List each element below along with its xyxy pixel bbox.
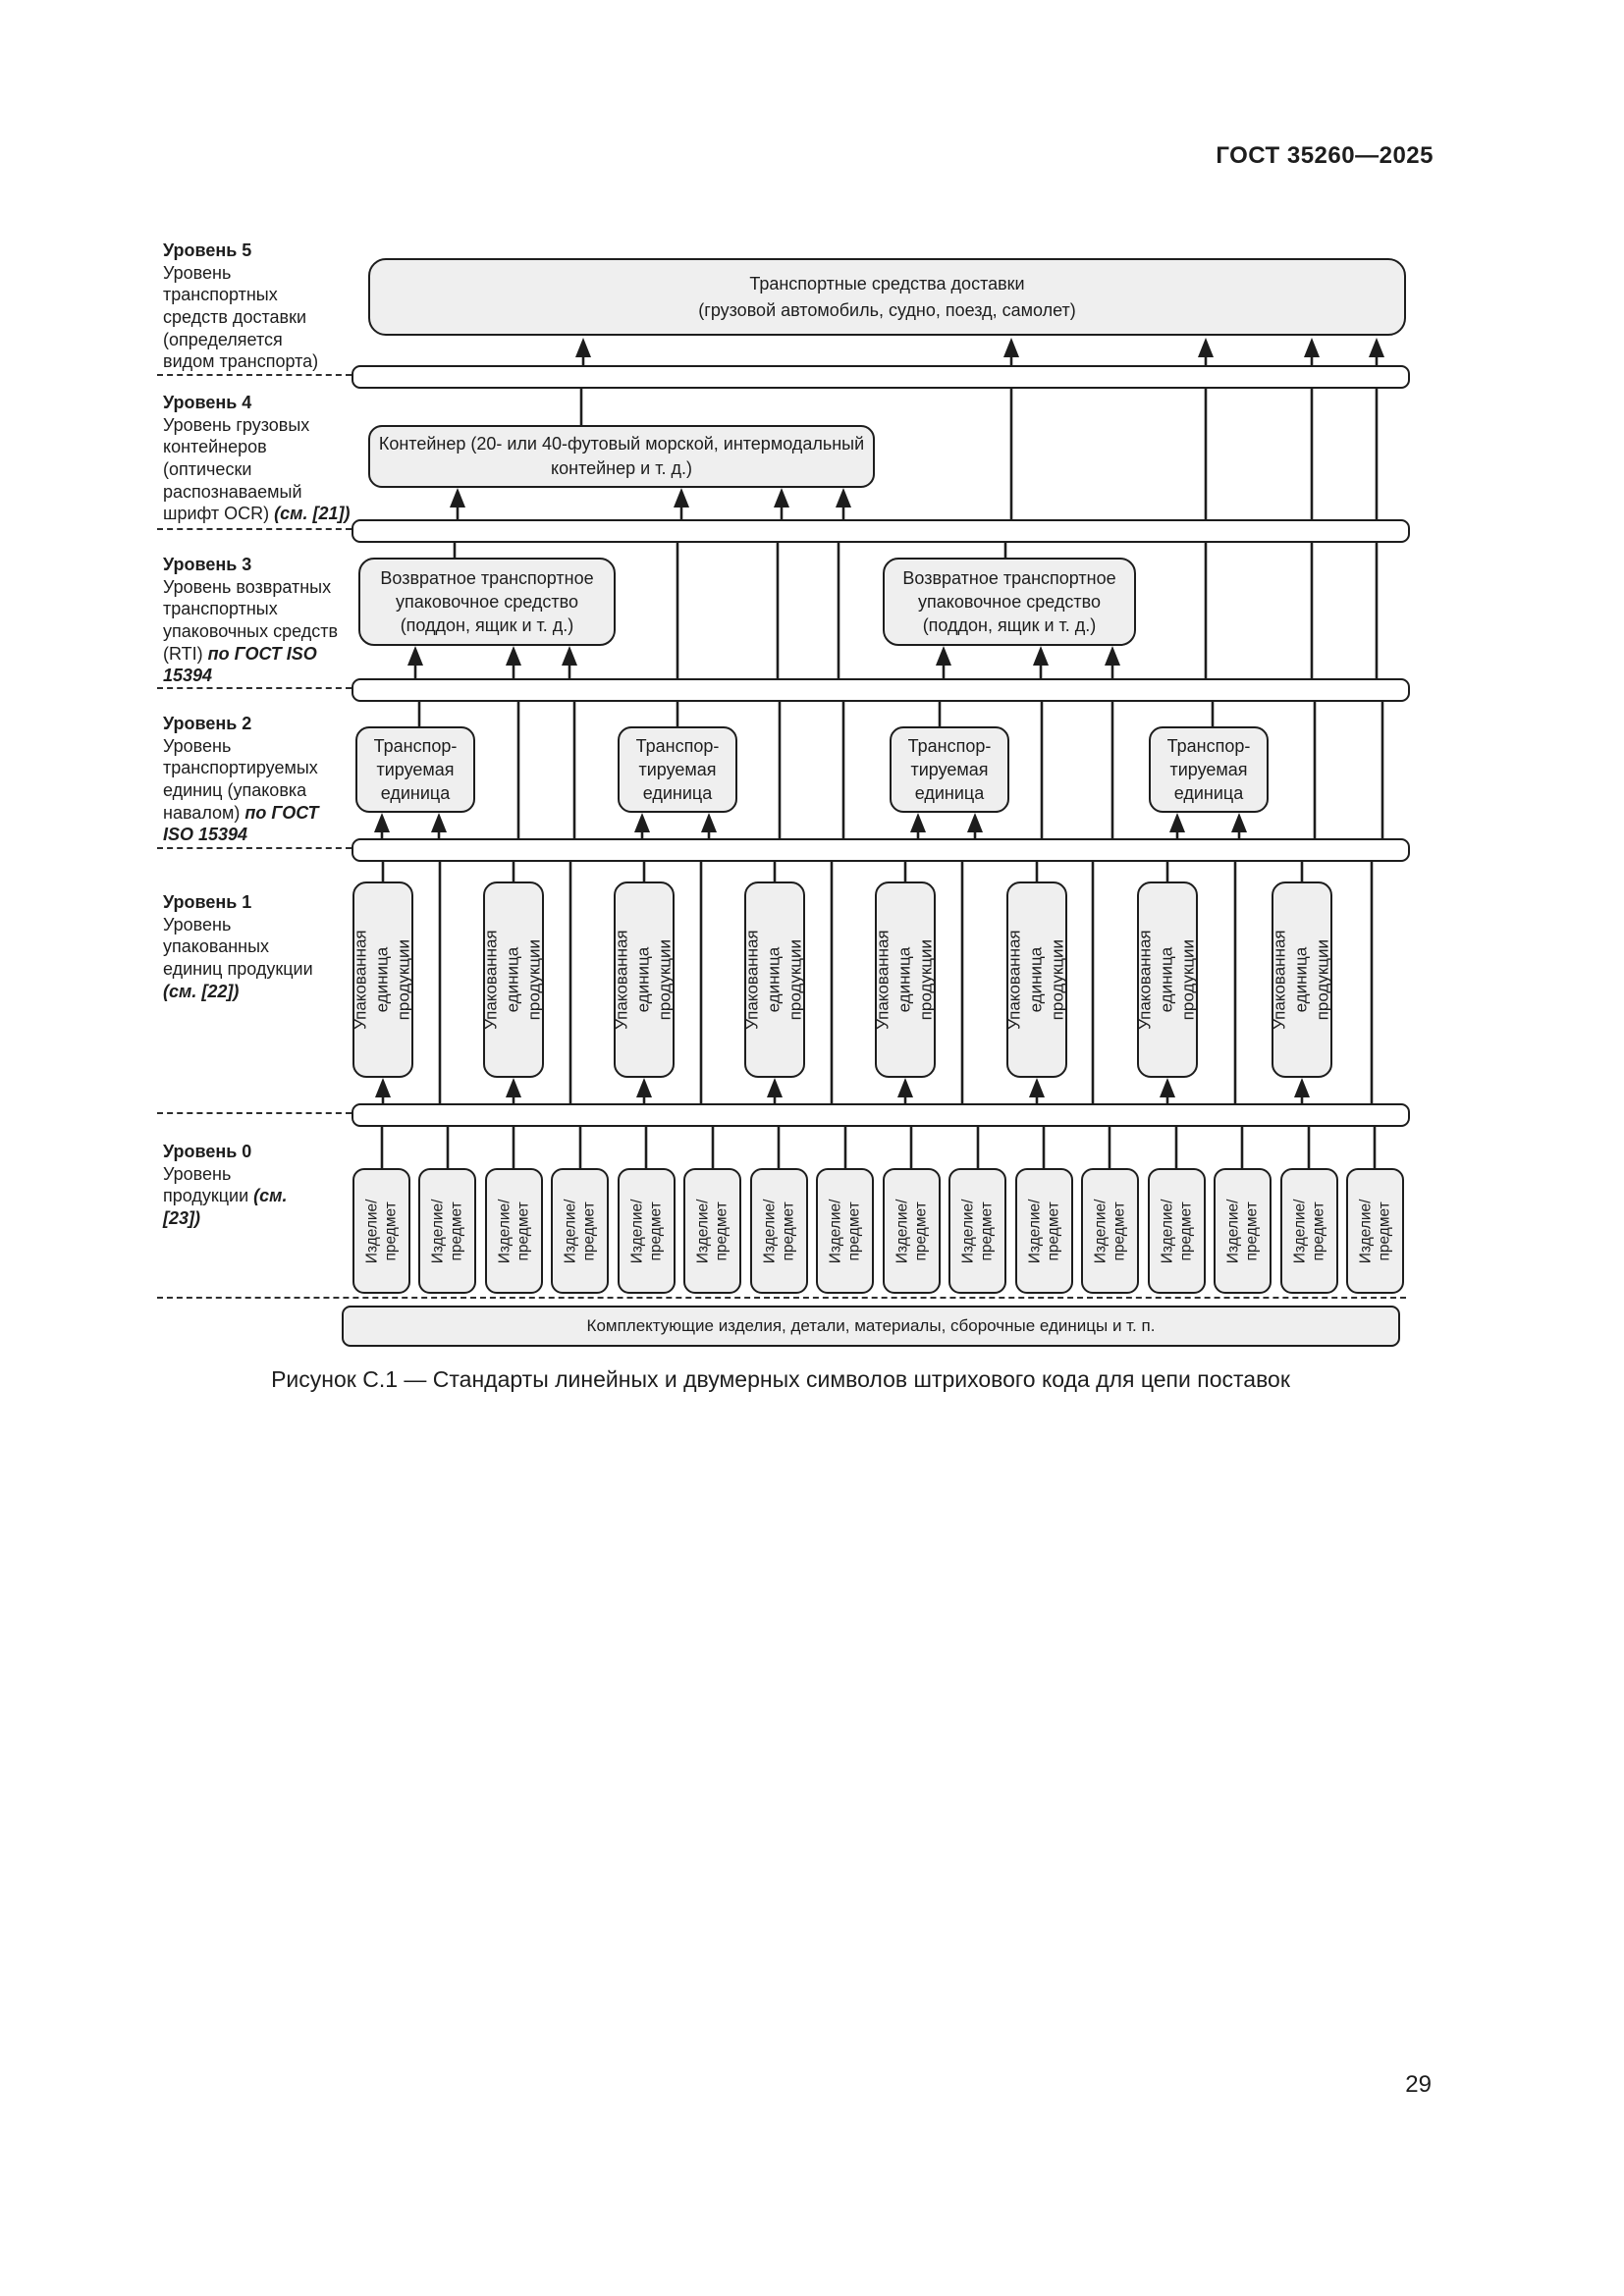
level1-packed-unit-box: Упакованная единица продукции — [613, 881, 675, 1078]
level1-packed-unit-box: Упакованная единица продукции — [482, 881, 544, 1078]
level1-packed-unit-box: Упакованная единица продукции — [1271, 881, 1332, 1078]
level1-packed-unit-box: Упакованная единица продукции — [1136, 881, 1198, 1078]
level0-item-box: Изделие/ предмет — [750, 1168, 808, 1294]
level2-transport-unit-box: Транспор- тируемая единица — [618, 726, 737, 813]
level4-title: Уровень 4 — [163, 393, 252, 412]
level2-transport-unit-box: Транспор- тируемая единица — [1149, 726, 1269, 813]
level0-item-box: Изделие/ предмет — [1081, 1168, 1139, 1294]
level0-item-box: Изделие/ предмет — [1148, 1168, 1206, 1294]
page-number: 29 — [1405, 2071, 1432, 2098]
level0-item-box: Изделие/ предмет — [1280, 1168, 1338, 1294]
level0-item-box: Изделие/ предмет — [948, 1168, 1006, 1294]
figure-caption: Рисунок С.1 — Стандарты линейных и двуме… — [271, 1366, 1290, 1392]
junction-bar — [352, 365, 1410, 389]
components-box: Комплектующие изделия, детали, материалы… — [342, 1306, 1400, 1347]
level0-title: Уровень 0 — [163, 1142, 252, 1161]
level3-rti-box: Возвратное транспортное упаковочное сред… — [358, 558, 616, 646]
level3-label: Уровень 3 Уровень возвратных транспортны… — [163, 554, 374, 687]
level5-vehicles-box: Транспортные средства доставки (грузовой… — [368, 258, 1406, 336]
level5-title: Уровень 5 — [163, 240, 252, 260]
level-separator-line — [157, 528, 352, 530]
level2-title: Уровень 2 — [163, 714, 252, 733]
level1-label: Уровень 1 Уровень упакованных единиц про… — [163, 891, 374, 1002]
level4-label: Уровень 4 Уровень грузовых контейнеров (… — [163, 392, 374, 525]
level0-item-box: Изделие/ предмет — [352, 1168, 410, 1294]
level0-item-box: Изделие/ предмет — [1214, 1168, 1272, 1294]
level1-packed-unit-box: Упакованная единица продукции — [1005, 881, 1067, 1078]
level0-label: Уровень 0 Уровень продукции (см. [23]) — [163, 1141, 374, 1230]
level0-item-box: Изделие/ предмет — [883, 1168, 941, 1294]
standard-number-header: ГОСТ 35260—2025 — [1216, 142, 1434, 169]
level3-title: Уровень 3 — [163, 555, 252, 574]
level4-container-box: Контейнер (20- или 40-футовый морской, и… — [368, 425, 875, 488]
junction-bar — [352, 838, 1410, 862]
level1-packed-unit-box: Упакованная единица продукции — [874, 881, 936, 1078]
junction-bar — [352, 519, 1410, 543]
level0-item-box: Изделие/ предмет — [551, 1168, 609, 1294]
level1-packed-unit-box: Упакованная единица продукции — [743, 881, 805, 1078]
level2-label: Уровень 2 Уровень транспортируемых едини… — [163, 713, 374, 846]
level-separator-line — [157, 687, 352, 689]
junction-bar — [352, 678, 1410, 702]
level5-label: Уровень 5 Уровень транспортных средств д… — [163, 240, 374, 373]
level-separator-line — [157, 1297, 1406, 1299]
level-separator-line — [157, 374, 352, 376]
level0-item-box: Изделие/ предмет — [485, 1168, 543, 1294]
junction-bar — [352, 1103, 1410, 1127]
level1-packed-unit-box: Упакованная единица продукции — [352, 881, 413, 1078]
level-separator-line — [157, 847, 352, 849]
level2-transport-unit-box: Транспор- тируемая единица — [355, 726, 475, 813]
level2-transport-unit-box: Транспор- тируемая единица — [890, 726, 1009, 813]
level0-item-box: Изделие/ предмет — [1015, 1168, 1073, 1294]
level0-item-box: Изделие/ предмет — [418, 1168, 476, 1294]
level1-title: Уровень 1 — [163, 892, 252, 912]
level3-rti-box: Возвратное транспортное упаковочное сред… — [883, 558, 1136, 646]
level0-item-box: Изделие/ предмет — [618, 1168, 676, 1294]
level0-item-box: Изделие/ предмет — [1346, 1168, 1404, 1294]
level0-item-box: Изделие/ предмет — [683, 1168, 741, 1294]
level0-item-box: Изделие/ предмет — [816, 1168, 874, 1294]
level-separator-line — [157, 1112, 352, 1114]
